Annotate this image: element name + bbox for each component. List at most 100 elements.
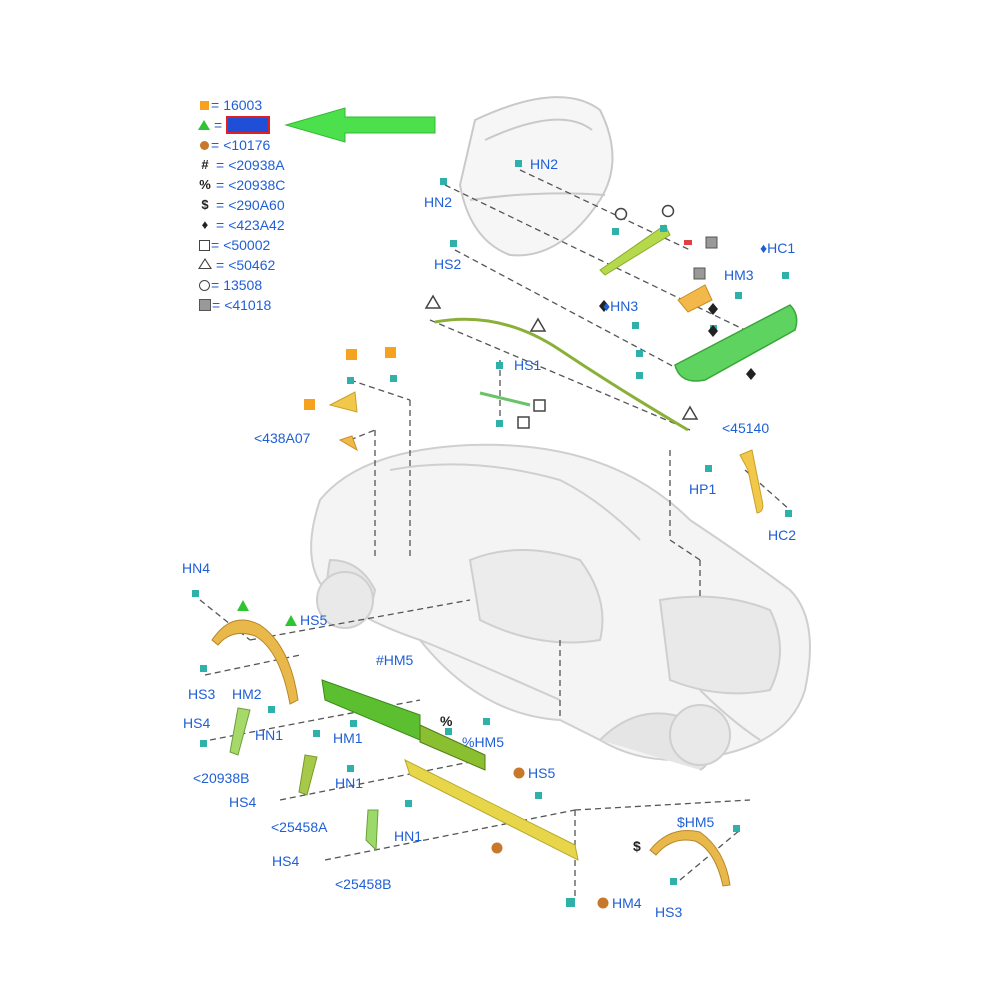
rear-wheel-arch-moulding — [649, 830, 731, 887]
callout-hn2-left: HN2 — [424, 194, 453, 210]
callout-hp1: HP1 — [689, 481, 717, 497]
green-pointer-arrow — [284, 107, 436, 143]
legend-equals: = — [216, 177, 225, 193]
trim-piece-upper — [328, 391, 358, 413]
callout-hs5-top: HS5 — [300, 612, 328, 628]
legend-code-highlighted: 16183 — [226, 116, 270, 134]
legend-code: 16003 — [223, 97, 263, 113]
legend-row-290a60: $ = <290A60 — [198, 196, 285, 214]
callout-hs3-left: HS3 — [188, 686, 216, 702]
callout-hc1: ♦HC1 — [760, 240, 796, 256]
legend-row-13508: = 13508 — [198, 276, 262, 294]
callout-hn1-b: HN1 — [335, 775, 364, 791]
legend-row-20938c: % = <20938C — [198, 176, 285, 194]
callout-hm4: HM4 — [612, 895, 642, 911]
callout-hs4-b: HS4 — [229, 794, 257, 810]
callout-hs1: HS1 — [514, 357, 542, 373]
pillar-trim-45140 — [739, 449, 764, 514]
legend-equals: = — [216, 257, 225, 273]
legend-equals: = — [216, 197, 225, 213]
open-triangle-icon — [198, 258, 212, 272]
callout-hm5-dollar: $HM5 — [677, 814, 715, 830]
spoiler-trim-strip — [599, 224, 671, 276]
callout-hn1-a: HN1 — [255, 727, 284, 743]
legend-row-20938a: # = <20938A — [198, 156, 285, 174]
legend-code: 13508 — [223, 277, 263, 293]
hash-icon: # — [201, 157, 209, 172]
spoiler-bracket — [677, 284, 713, 313]
callout-hm2: HM2 — [232, 686, 262, 702]
callout-hs5-bottom: HS5 — [528, 765, 556, 781]
dollar-icon: $ — [201, 197, 209, 212]
pillar-strip-25458a — [298, 754, 318, 796]
legend-equals: = — [216, 217, 225, 233]
legend-code: <10176 — [223, 137, 271, 153]
trim-piece-438a07 — [338, 435, 358, 452]
callout-hn4: HN4 — [182, 560, 211, 576]
callout-hs2: HS2 — [434, 256, 462, 272]
legend-equals: = — [216, 157, 225, 173]
open-circle-icon — [199, 279, 210, 291]
legend-code: <20938C — [228, 177, 286, 193]
callout-hn1-c: HN1 — [394, 828, 423, 844]
callout-hn2-top: HN2 — [530, 156, 559, 172]
callout-hn3: ♦HN3 — [603, 298, 639, 314]
clip-markers — [192, 160, 792, 907]
legend-row-10176: = <10176 — [198, 136, 270, 154]
roof-moulding-short — [479, 391, 531, 407]
gray-square-icon — [199, 299, 211, 311]
diagram-symbol-markers — [237, 204, 756, 909]
legend-row-50462: = <50462 — [198, 256, 275, 274]
green-triangle-icon — [198, 120, 210, 130]
callout-hc2: HC2 — [768, 527, 797, 543]
legend-code: <41018 — [224, 297, 272, 313]
orange-square-icon — [200, 100, 209, 110]
legend-code: <20938A — [228, 157, 285, 173]
callout-20938b: <20938B — [193, 770, 250, 786]
roof-moulding — [434, 317, 689, 432]
legend-equals: = — [211, 137, 220, 153]
callout-25458a: <25458A — [271, 819, 328, 835]
liftgate-glass — [458, 96, 614, 257]
legend-code: <50002 — [223, 237, 271, 253]
legend-equals: = — [214, 117, 223, 133]
callout-hm5-percent: %HM5 — [462, 734, 505, 750]
callout-hs4-c: HS4 — [272, 853, 300, 869]
brown-circle-icon — [200, 140, 209, 150]
legend-code: <50462 — [228, 257, 276, 273]
vehicle-body — [310, 443, 811, 771]
percent-icon: % — [199, 177, 211, 192]
callout-hm3: HM3 — [724, 267, 754, 283]
front-wheel-arch-moulding — [211, 619, 299, 705]
legend-row-16183: = 16183 — [198, 116, 270, 134]
door-moulding-rear — [419, 724, 486, 771]
callout-45140: <45140 — [722, 420, 770, 436]
callout-percent-mark: % — [440, 713, 453, 729]
legend-row-423a42: ♦ = <423A42 — [198, 216, 285, 234]
rear-spoiler — [674, 304, 798, 382]
open-square-icon — [199, 239, 210, 251]
legend-equals: = — [212, 297, 221, 313]
legend-row-41018: = <41018 — [198, 296, 271, 314]
legend-equals: = — [211, 277, 220, 293]
callout-hs4-a: HS4 — [183, 715, 211, 731]
pillar-strip-25458b — [365, 809, 379, 852]
callout-hs3-bottom: HS3 — [655, 904, 683, 920]
legend-row-50002: = <50002 — [198, 236, 270, 254]
diamond-icon: ♦ — [201, 217, 209, 232]
callout-hm1: HM1 — [333, 730, 363, 746]
callout-25458b: <25458B — [335, 876, 392, 892]
leader-lines — [199, 169, 791, 900]
legend-code: <423A42 — [228, 217, 285, 233]
callout-438a07: <438A07 — [254, 430, 311, 446]
pillar-strip-20938b — [229, 707, 251, 756]
legend-code: <290A60 — [228, 197, 285, 213]
callout-hm5-hash: #HM5 — [376, 652, 414, 668]
legend-row-16003: = 16003 — [198, 96, 262, 114]
rocker-panel-moulding — [404, 759, 579, 861]
callout-dollar-mark: $ — [633, 838, 641, 854]
legend-equals: = — [211, 237, 220, 253]
legend-equals: = — [211, 97, 220, 113]
